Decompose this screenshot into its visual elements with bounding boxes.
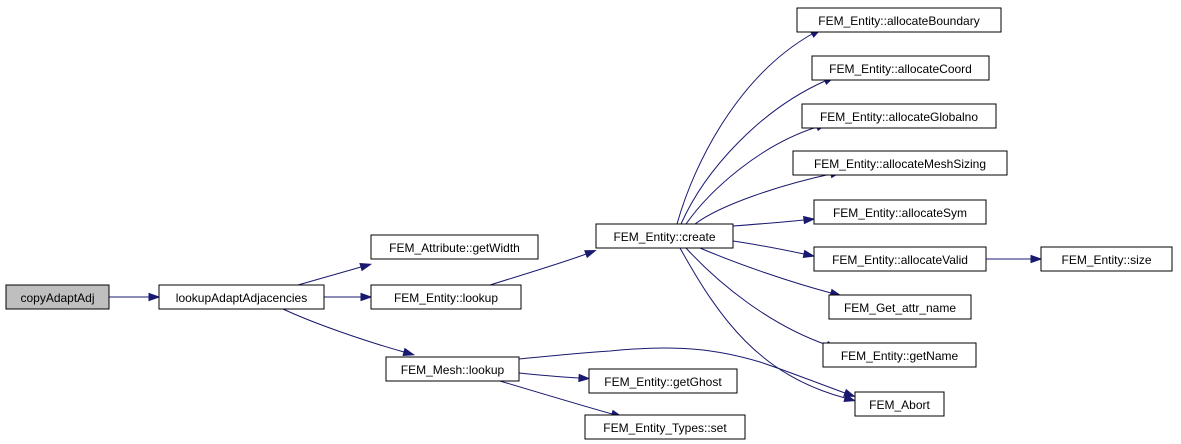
node-label: copyAdaptAdj: [20, 291, 94, 305]
node-label: lookupAdaptAdjacencies: [176, 291, 307, 305]
edge-line: [732, 240, 805, 255]
node-label: FEM_Entity::allocateGlobalno: [820, 110, 978, 124]
node-entity_getGhost[interactable]: FEM_Entity::getGhost: [588, 368, 738, 394]
node-box: [158, 284, 325, 310]
node-label: FEM_Entity::getName: [841, 349, 959, 363]
node-allocateBoundary[interactable]: FEM_Entity::allocateBoundary: [796, 7, 1002, 33]
node-box: [5, 284, 110, 310]
node-allocateGlobalno[interactable]: FEM_Entity::allocateGlobalno: [801, 103, 997, 129]
node-label: FEM_Entity::lookup: [394, 291, 498, 305]
node-label: FEM_Abort: [869, 398, 930, 412]
node-allocateSym[interactable]: FEM_Entity::allocateSym: [813, 199, 987, 225]
edge-entity_create-to-allocateBoundary: [676, 28, 823, 225]
node-attr_getWidth[interactable]: FEM_Attribute::getWidth: [370, 234, 539, 260]
node-label: FEM_Entity::size: [1061, 253, 1151, 267]
edge-lookupAdaptAdjacencies-to-attr_getWidth: [297, 263, 373, 286]
edge-line: [499, 380, 613, 415]
node-label: FEM_Entity::allocateValid: [832, 253, 968, 267]
node-box: [385, 356, 520, 382]
edge-copyAdaptAdj-to-lookupAdaptAdjacencies: [109, 292, 161, 302]
edge-allocateValid-to-entity_size: [986, 254, 1043, 264]
arrowhead-icon: [402, 347, 416, 356]
edge-line: [489, 253, 587, 286]
node-box: [822, 342, 977, 368]
arrowhead-icon: [359, 263, 373, 272]
node-label: FEM_Entity::getGhost: [604, 375, 722, 389]
node-label: FEM_Entity::create: [613, 230, 715, 244]
edge-line: [518, 372, 580, 379]
edge-line: [732, 219, 805, 227]
node-box: [595, 223, 734, 249]
node-box: [854, 391, 945, 417]
node-types_set[interactable]: FEM_Entity_Types::set: [584, 414, 746, 440]
node-allocateCoord[interactable]: FEM_Entity::allocateCoord: [811, 55, 990, 81]
node-label: FEM_Entity::allocateBoundary: [818, 14, 979, 28]
node-box: [792, 150, 1008, 176]
node-allocateMeshSizing[interactable]: FEM_Entity::allocateMeshSizing: [792, 150, 1008, 176]
edge-entity_create-to-allocateValid: [732, 240, 816, 258]
node-box: [796, 7, 1002, 33]
arrowhead-icon: [148, 292, 161, 302]
node-get_attr_name[interactable]: FEM_Get_attr_name: [828, 294, 972, 320]
node-copyAdaptAdj: copyAdaptAdj: [5, 284, 110, 310]
edge-entity_create-to-fem_abort: [679, 247, 857, 402]
edge-line: [699, 247, 832, 294]
edge-mesh_lookup-to-entity_getGhost: [518, 372, 591, 383]
edges-layer: [109, 28, 1043, 418]
arrowhead-icon: [802, 249, 816, 258]
edge-line: [282, 308, 405, 353]
node-entity_lookup[interactable]: FEM_Entity::lookup: [370, 284, 522, 310]
edge-lookupAdaptAdjacencies-to-mesh_lookup: [282, 308, 416, 356]
node-box: [584, 414, 746, 440]
edge-entity_create-to-allocateSym: [732, 215, 816, 227]
edge-lookupAdaptAdjacencies-to-entity_lookup: [324, 292, 373, 302]
arrowhead-icon: [843, 393, 857, 402]
edge-line: [679, 247, 846, 399]
arrowhead-icon: [578, 373, 591, 383]
edge-line: [685, 126, 818, 225]
node-label: FEM_Get_attr_name: [844, 301, 956, 315]
node-box: [588, 368, 738, 394]
edge-line: [297, 266, 362, 286]
node-box: [828, 294, 972, 320]
node-box: [811, 55, 990, 81]
node-label: FEM_Mesh::lookup: [401, 363, 505, 377]
node-lookupAdaptAdjacencies[interactable]: lookupAdaptAdjacencies: [158, 284, 325, 310]
node-box: [370, 234, 539, 260]
node-label: FEM_Entity::allocateMeshSizing: [814, 157, 986, 171]
node-box: [813, 246, 987, 272]
edge-entity_lookup-to-entity_create: [489, 249, 597, 286]
node-entity_size[interactable]: FEM_Entity::size: [1040, 246, 1173, 272]
node-box: [370, 284, 522, 310]
edge-line: [694, 173, 832, 225]
node-fem_abort[interactable]: FEM_Abort: [854, 391, 945, 417]
edge-line: [680, 80, 826, 225]
node-label: FEM_Attribute::getWidth: [389, 241, 520, 255]
edge-line: [518, 347, 846, 394]
edge-line: [685, 247, 828, 346]
node-box: [813, 199, 987, 225]
arrowhead-icon: [803, 215, 816, 225]
node-entity_getName[interactable]: FEM_Entity::getName: [822, 342, 977, 368]
node-mesh_lookup[interactable]: FEM_Mesh::lookup: [385, 356, 520, 382]
node-allocateValid[interactable]: FEM_Entity::allocateValid: [813, 246, 987, 272]
edge-line: [676, 33, 813, 225]
node-label: FEM_Entity::allocateCoord: [829, 62, 972, 76]
node-entity_create[interactable]: FEM_Entity::create: [595, 223, 734, 249]
arrowhead-icon: [360, 292, 373, 302]
arrowhead-icon: [584, 249, 597, 259]
node-label: FEM_Entity_Types::set: [603, 421, 727, 435]
node-box: [1040, 246, 1173, 272]
nodes-layer: copyAdaptAdj lookupAdaptAdjacencies FEM_At…: [5, 7, 1173, 440]
node-box: [801, 103, 997, 129]
arrowhead-icon: [1030, 254, 1043, 264]
node-label: FEM_Entity::allocateSym: [833, 206, 967, 220]
